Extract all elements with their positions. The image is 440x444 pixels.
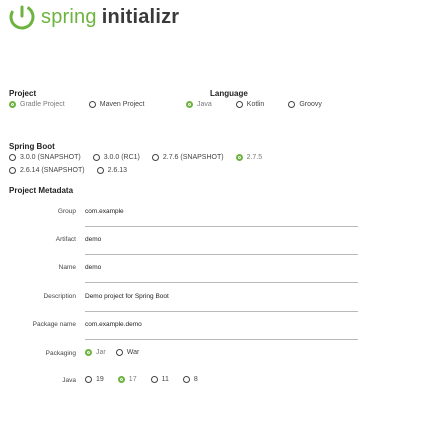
logo-brand: spring <box>41 6 97 28</box>
project-options: Gradle Project Maven Project <box>9 101 145 108</box>
radio-empty-icon <box>115 349 123 356</box>
project-option-maven[interactable]: Maven Project <box>88 101 145 108</box>
radio-empty-icon <box>9 154 16 161</box>
packaging-label: Packaging <box>45 350 76 357</box>
spring-leaf-icon <box>9 4 35 30</box>
packaging-option-jar[interactable]: Jar <box>85 349 106 356</box>
language-section-title: Language <box>210 89 248 98</box>
package-name-label: Package name <box>32 321 76 328</box>
radio-label: 19 <box>96 376 104 383</box>
java-field: Java <box>0 376 440 388</box>
metadata-section-title: Project Metadata <box>9 186 74 195</box>
radio-label: 2.7.6 (SNAPSHOT) <box>162 154 224 161</box>
packaging-options: Jar War <box>85 349 139 356</box>
java-option-11[interactable]: 11 <box>150 376 169 383</box>
radio-label: 3.0.0 (SNAPSHOT) <box>20 154 81 161</box>
radio-label: Gradle Project <box>20 101 65 108</box>
language-option-kotlin[interactable]: Kotlin <box>235 101 265 108</box>
radio-label: Groovy <box>299 101 322 108</box>
boot-option-3-0-0-rc1[interactable]: 3.0.0 (RC1) <box>92 154 140 161</box>
name-field: Name demo <box>0 264 440 283</box>
package-name-input[interactable]: com.example.demo <box>85 321 142 328</box>
radio-label: 2.7.5 <box>246 154 263 161</box>
java-option-8[interactable]: 8 <box>182 376 198 383</box>
boot-option-2-6-13[interactable]: 2.6.13 <box>96 167 128 174</box>
spring-boot-options-row-1: 3.0.0 (SNAPSHOT) 3.0.0 (RC1) 2.7.6 (SNAP… <box>9 154 262 161</box>
project-option-gradle[interactable]: Gradle Project <box>9 101 65 108</box>
group-field: Group com.example <box>0 208 440 227</box>
description-field: Description Demo project for Spring Boot <box>0 293 440 312</box>
artifact-input[interactable]: demo <box>85 236 102 243</box>
boot-option-2-6-14-snapshot[interactable]: 2.6.14 (SNAPSHOT) <box>9 167 85 174</box>
radio-empty-icon <box>151 154 159 161</box>
radio-selected-icon <box>117 376 125 383</box>
description-label: Description <box>43 293 76 300</box>
radio-label: Maven Project <box>99 101 145 108</box>
radio-empty-icon <box>88 101 96 108</box>
java-options: 19 17 11 8 <box>85 376 198 383</box>
logo-product: initializr <box>101 6 180 28</box>
radio-selected-icon <box>9 101 16 108</box>
radio-label: War <box>126 349 140 356</box>
spring-boot-section-title: Spring Boot <box>9 142 55 151</box>
radio-empty-icon <box>235 101 243 108</box>
language-option-java[interactable]: Java <box>186 101 212 108</box>
packaging-option-war[interactable]: War <box>115 349 140 356</box>
description-input[interactable]: Demo project for Spring Boot <box>85 293 169 300</box>
language-option-groovy[interactable]: Groovy <box>288 101 322 108</box>
radio-label: 3.0.0 (RC1) <box>103 154 140 161</box>
artifact-underline <box>85 254 358 255</box>
radio-label: 2.6.13 <box>107 167 128 174</box>
spring-boot-options-row-2: 2.6.14 (SNAPSHOT) 2.6.13 <box>9 167 127 174</box>
artifact-field: Artifact demo <box>0 236 440 255</box>
radio-empty-icon <box>92 154 100 161</box>
description-underline <box>85 311 358 312</box>
name-underline <box>85 282 358 283</box>
group-underline <box>85 226 358 227</box>
radio-label: Java <box>197 101 212 108</box>
radio-label: Jar <box>96 349 106 356</box>
radio-selected-icon <box>85 349 92 356</box>
radio-empty-icon <box>85 376 92 383</box>
group-label: Group <box>57 208 76 215</box>
radio-empty-icon <box>9 167 16 174</box>
boot-option-2-7-6-snapshot[interactable]: 2.7.6 (SNAPSHOT) <box>151 154 224 161</box>
radio-empty-icon <box>150 376 158 383</box>
package-name-field: Package name com.example.demo <box>0 321 440 340</box>
artifact-label: Artifact <box>55 236 76 243</box>
radio-selected-icon <box>186 101 193 108</box>
radio-label: 11 <box>161 376 169 383</box>
radio-label: 17 <box>128 376 137 383</box>
radio-selected-icon <box>235 154 243 161</box>
packaging-field: Packaging <box>0 349 440 361</box>
java-option-19[interactable]: 19 <box>85 376 104 383</box>
language-options: Java Kotlin Groovy <box>186 101 322 108</box>
package-name-underline <box>85 339 358 340</box>
java-label: Java <box>62 377 76 384</box>
radio-label: 2.6.14 (SNAPSHOT) <box>20 167 85 174</box>
boot-option-2-7-5[interactable]: 2.7.5 <box>235 154 263 161</box>
radio-label: 8 <box>193 376 198 383</box>
radio-label: Kotlin <box>246 101 265 108</box>
group-input[interactable]: com.example <box>85 208 124 215</box>
java-option-17[interactable]: 17 <box>117 376 137 383</box>
boot-option-3-0-0-snapshot[interactable]: 3.0.0 (SNAPSHOT) <box>9 154 81 161</box>
radio-empty-icon <box>96 167 104 174</box>
radio-empty-icon <box>182 376 190 383</box>
project-section-title: Project <box>9 89 37 98</box>
name-label: Name <box>58 264 76 271</box>
radio-empty-icon <box>288 101 296 108</box>
name-input[interactable]: demo <box>85 264 102 271</box>
